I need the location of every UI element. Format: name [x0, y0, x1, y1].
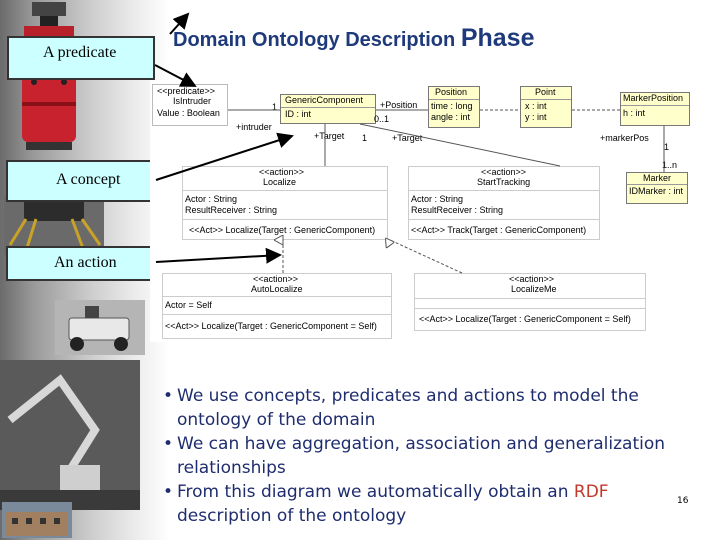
assoc-label-mult1c: 1 — [664, 142, 669, 153]
localize-op: <<Act>> Localize(Target : GenericCompone… — [189, 225, 375, 236]
point-name: Point — [535, 87, 556, 98]
predicate-label: A predicate — [7, 36, 155, 80]
page-number: 16 — [677, 496, 688, 506]
assoc-label-mult01: 0..1 — [374, 114, 389, 125]
concept-label: A concept — [6, 160, 156, 202]
localize-me-name: LocalizeMe — [511, 284, 557, 295]
bullet-list: • We use concepts, predicates and action… — [165, 384, 685, 528]
predicate-class-box: <<predicate>> IsIntruder Value : Boolean — [152, 84, 228, 126]
assoc-label-target2: +Target — [392, 133, 422, 144]
marker-class: Marker IDMarker : int — [626, 172, 688, 204]
start-tracking-op: <<Act>> Track(Target : GenericComponent) — [411, 225, 586, 236]
title-main: Domain Ontology Description — [173, 29, 455, 51]
bullet-marker: • — [163, 384, 173, 408]
point-attr-y: y : int — [525, 112, 547, 123]
bullet-item: • We can have aggregation, association a… — [165, 432, 685, 480]
start-tracking-attr-actor: Actor : String — [411, 194, 463, 205]
auto-localize-name: AutoLocalize — [251, 284, 303, 295]
localize-me-action-class: <<action>> LocalizeMe <<Act>> Localize(T… — [414, 273, 646, 331]
position-name: Position — [435, 87, 467, 98]
robot-arm-photo — [0, 360, 140, 510]
auto-localize-attr: Actor = Self — [165, 300, 212, 311]
bullet-text-after: description of the ontology — [177, 506, 406, 526]
assoc-label-mult1a: 1 — [272, 102, 277, 113]
generic-component-attr: ID : int — [285, 109, 311, 120]
bullet-marker: • — [163, 480, 173, 504]
assoc-label-markerpos: +markerPos — [600, 133, 649, 144]
localize-action-class: <<action>> Localize Actor : String Resul… — [182, 166, 388, 240]
point-class: Point x : int y : int — [520, 86, 572, 128]
predicate-name: IsIntruder — [173, 96, 211, 107]
bullet-text: We can have aggregation, association and… — [177, 434, 665, 478]
start-tracking-attr-receiver: ResultReceiver : String — [411, 205, 503, 216]
localize-name: Localize — [263, 177, 296, 188]
marker-position-name: MarkerPosition — [623, 93, 683, 104]
title-tail: Phase — [461, 24, 535, 52]
bullet-text-before: From this diagram we automatically obtai… — [177, 482, 574, 502]
action-label: An action — [6, 246, 156, 281]
assoc-label-target1: +Target — [314, 131, 344, 142]
point-attr-x: x : int — [525, 101, 547, 112]
bullet-text: We use concepts, predicates and actions … — [177, 386, 639, 430]
position-class: Position time : long angle : int — [428, 86, 480, 128]
bullet-item: • We use concepts, predicates and action… — [165, 384, 685, 432]
marker-name: Marker — [643, 173, 671, 184]
rdf-highlight: RDF — [574, 482, 609, 502]
position-attr-time: time : long — [431, 101, 473, 112]
generic-component-name: GenericComponent — [285, 95, 363, 106]
marker-attr: IDMarker : int — [629, 186, 683, 197]
assoc-label-intruder: +intruder — [236, 122, 272, 133]
bullet-marker: • — [163, 432, 173, 456]
predicate-attr: Value : Boolean — [157, 108, 220, 119]
localize-attr-receiver: ResultReceiver : String — [185, 205, 277, 216]
auto-localize-op: <<Act>> Localize(Target : GenericCompone… — [165, 321, 377, 332]
localize-attr-actor: Actor : String — [185, 194, 237, 205]
auto-localize-action-class: <<action>> AutoLocalize Actor = Self <<A… — [162, 273, 392, 339]
assoc-label-mult1n: 1..n — [662, 160, 677, 171]
uml-diagram: <<predicate>> IsIntruder Value : Boolean… — [150, 80, 695, 342]
position-attr-angle: angle : int — [431, 112, 470, 123]
marker-position-class: MarkerPosition h : int — [620, 92, 690, 126]
bullet-item: • From this diagram we automatically obt… — [165, 480, 685, 528]
localize-me-op: <<Act>> Localize(Target : GenericCompone… — [419, 314, 631, 325]
generic-component-class: GenericComponent ID : int — [280, 94, 376, 124]
start-tracking-action-class: <<action>> StartTracking Actor : String … — [408, 166, 600, 240]
rover-photo — [55, 300, 145, 355]
page-title: Domain Ontology Description Phase — [173, 24, 534, 53]
assoc-label-position: +Position — [380, 100, 417, 111]
assoc-label-mult1b: 1 — [362, 133, 367, 144]
start-tracking-name: StartTracking — [477, 177, 530, 188]
building-photo — [2, 502, 72, 538]
marker-position-attr: h : int — [623, 108, 645, 119]
